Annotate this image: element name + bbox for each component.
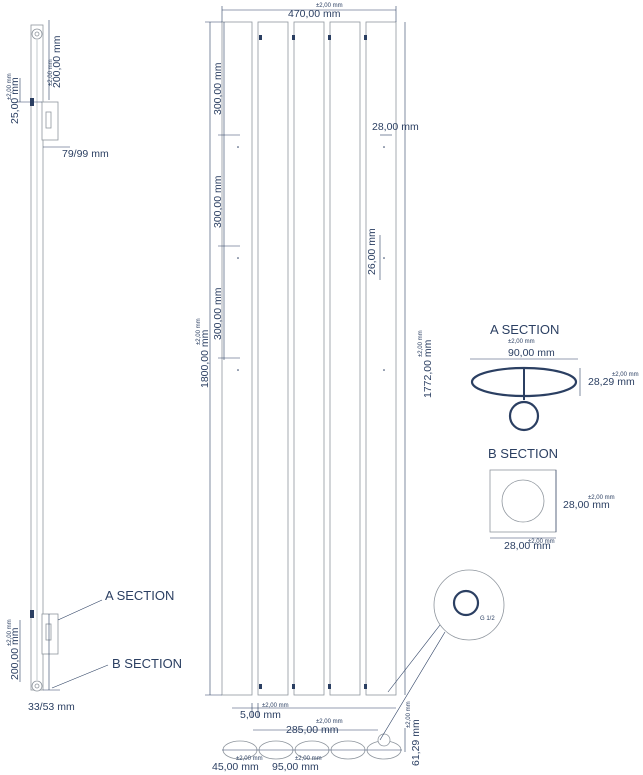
a-section-width-dim: 90,00 mm (508, 347, 555, 359)
svg-text:±2,00 mm: ±2,00 mm (48, 59, 54, 86)
svg-text:±2,00 mm: ±2,00 mm (7, 619, 13, 646)
panel-1 (221, 21, 253, 696)
b-section-title: B SECTION (488, 446, 558, 461)
pipe-center-dim: 285,00 mm (286, 724, 339, 736)
side-top-bracket-dim: 200,00 mm (51, 35, 63, 88)
a-section-title: A SECTION (490, 322, 559, 337)
svg-text:±2,00 mm: ±2,00 mm (196, 318, 202, 345)
a-section-view: A SECTION ±2,00 mm 90,00 mm 28,29 mm ±2,… (470, 322, 639, 432)
panel-2 (257, 21, 289, 696)
edge-offset-dim: 45,00 mm (212, 761, 259, 773)
panel-height-dim: 1772,00 mm (422, 339, 434, 398)
b-section-label: B SECTION (112, 656, 182, 671)
svg-text:±2,00 mm: ±2,00 mm (508, 339, 535, 345)
svg-text:±2,00 mm: ±2,00 mm (612, 372, 639, 378)
b-section-width-dim: 28,00 mm (504, 540, 551, 552)
b-section-height-dim: 28,00 mm (563, 499, 610, 511)
pipe-height-dim: 61,29 mm (410, 719, 422, 766)
panel-5 (365, 21, 397, 696)
svg-text:±2,00 mm: ±2,00 mm (236, 756, 263, 762)
panel-depth-dim: 26,00 mm (366, 228, 378, 275)
a-section-label: A SECTION (105, 588, 174, 603)
svg-text:±2,00 mm: ±2,00 mm (406, 701, 412, 728)
panel-width-dim: 28,00 mm (372, 121, 419, 133)
pitch-dim: 95,00 mm (272, 761, 319, 773)
svg-text:±2,00 mm: ±2,00 mm (528, 539, 555, 545)
svg-text:±2,00 mm: ±2,00 mm (316, 3, 343, 9)
bottom-pipe-section (222, 733, 402, 760)
svg-text:±2,00 mm: ±2,00 mm (588, 495, 615, 501)
side-top-offset-dim: 25,00 mm (9, 77, 21, 124)
panel-4 (329, 21, 361, 696)
svg-text:±2,00 mm: ±2,00 mm (295, 756, 322, 762)
overall-height-dim: 1800,00 mm (199, 329, 211, 388)
front-view: 470,00 mm ±2,00 mm 300,00 mm 300,00 mm 3… (196, 3, 434, 773)
svg-text:±2,00 mm: ±2,00 mm (7, 73, 13, 100)
a-section-height-dim: 28,29 mm (588, 376, 635, 388)
overall-width-dim: 470,00 mm (288, 8, 341, 20)
thread-label: G 1/2 (480, 616, 495, 622)
detail-view: G 1/2 (379, 569, 505, 741)
side-depth-dim: 79/99 mm (62, 148, 109, 160)
spacing-1-dim: 300,00 mm (212, 62, 224, 115)
side-bottom-bracket-dim: 200,00 mm (9, 627, 21, 680)
gap-dim: 5,00 mm (240, 709, 281, 721)
spacing-3-dim: 300,00 mm (212, 287, 224, 340)
spacing-2-dim: 300,00 mm (212, 175, 224, 228)
svg-text:±2,00 mm: ±2,00 mm (262, 703, 289, 709)
side-view: 200,00 mm ±2,00 mm 25,00 mm ±2,00 mm 79/… (7, 20, 182, 713)
b-section-view: B SECTION 28,00 mm ±2,00 mm 28,00 mm ±2,… (488, 446, 615, 552)
svg-text:±2,00 mm: ±2,00 mm (418, 330, 424, 357)
svg-text:±2,00 mm: ±2,00 mm (316, 719, 343, 725)
side-bottom-depth-dim: 33/53 mm (28, 701, 75, 713)
panel-3 (293, 21, 325, 696)
